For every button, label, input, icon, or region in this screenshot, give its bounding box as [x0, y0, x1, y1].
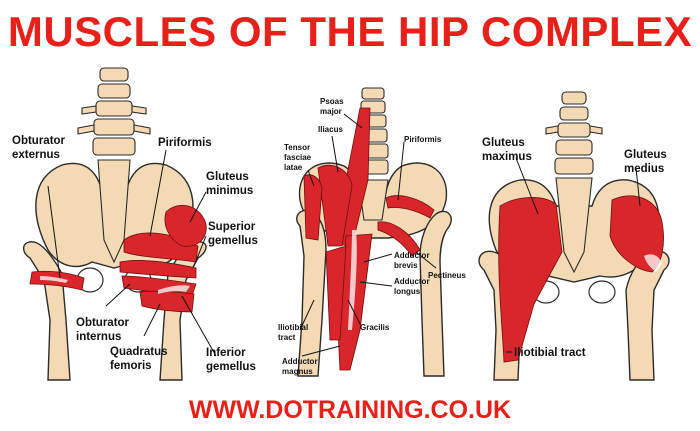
lumbar-spine-1: [77, 67, 151, 156]
label-piriformis-1: Piriformis: [158, 137, 212, 149]
label-gracilis: Gracilis: [360, 323, 390, 332]
gemellus-muscle: [119, 260, 197, 279]
gluteus-medius-muscle: [609, 195, 664, 273]
label-iliacus: Iliacus: [318, 125, 343, 134]
sacrum-3: [555, 177, 593, 274]
page-title: MUSCLES OF THE HIP COMPLEX: [7, 8, 693, 55]
iliacus-muscle: [317, 164, 353, 247]
lumbar-spine-3: [545, 91, 603, 175]
quadratus-femoris-muscle: [139, 290, 195, 313]
piriformis-muscle-2: [385, 195, 435, 219]
adductor-longus-muscle: [325, 245, 347, 341]
gluteus-minimus-muscle: [164, 204, 207, 247]
sacrum-1: [97, 159, 131, 264]
label-piriformis-2: Piriformis: [404, 135, 442, 144]
tensor-fasciae-latae-muscle: [303, 174, 323, 241]
panel-superficial: [478, 91, 670, 381]
femur-right-2: [419, 210, 452, 377]
label-pectineus: Pectineus: [428, 271, 466, 280]
panel-deep-rotators: [23, 67, 217, 381]
gluteus-maximus-muscle: [498, 197, 563, 363]
label-iliotibial-tract-3: Iliotibial tract: [514, 347, 586, 359]
website-url: WWW.DOTRAINING.CO.UK: [188, 396, 512, 424]
pectineus-muscle: [377, 221, 421, 257]
panel-anterior: [296, 87, 452, 377]
